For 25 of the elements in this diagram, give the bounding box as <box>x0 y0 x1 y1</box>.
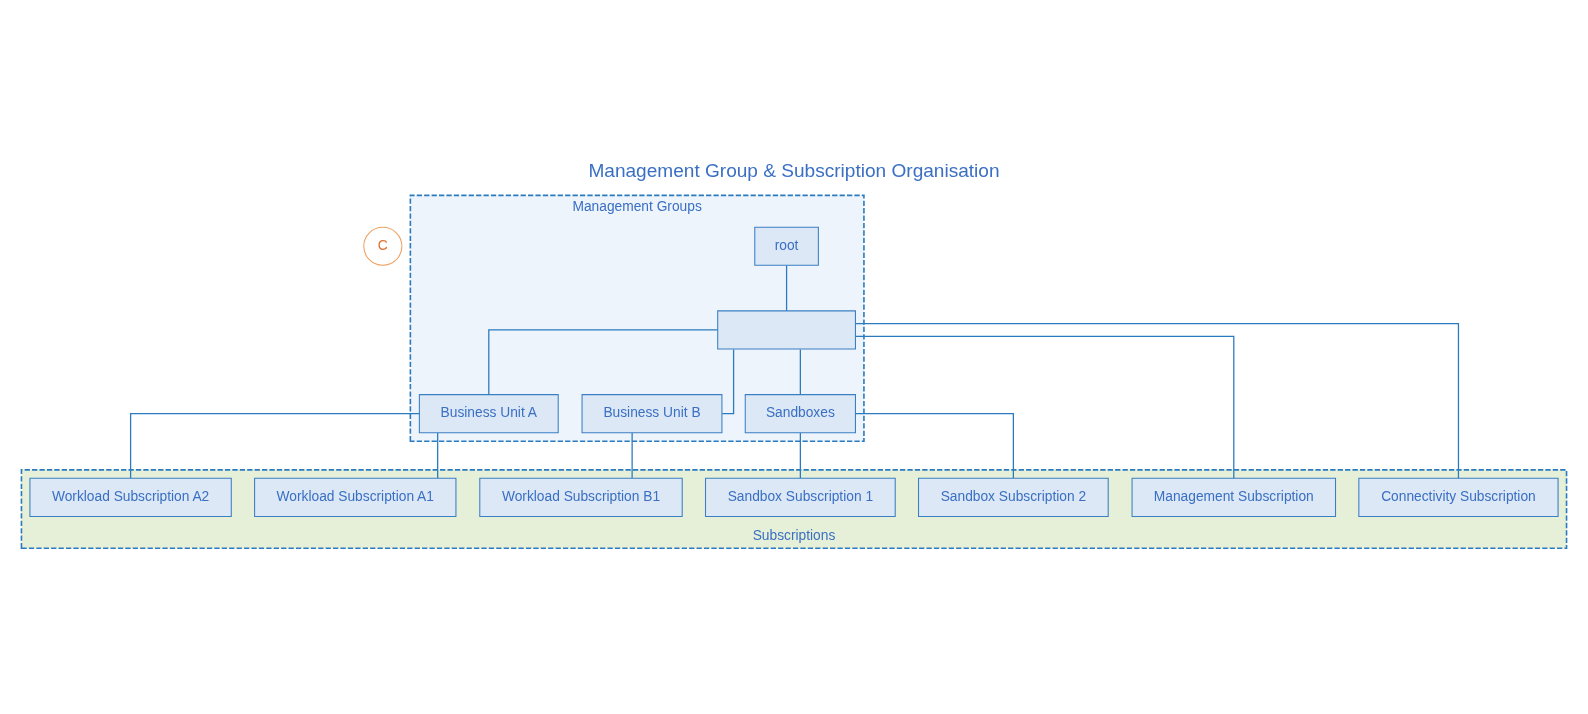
node-circle: C <box>363 226 403 266</box>
node-box: Business Unit A <box>418 394 559 434</box>
diagram-title: Management Group & Subscription Organisation <box>588 159 1000 181</box>
node-box: Sandbox Subscription 1 <box>705 477 896 517</box>
node-box: Management Subscription <box>1131 477 1337 517</box>
connector <box>785 265 788 312</box>
connector <box>854 335 1235 479</box>
connector <box>854 413 1014 479</box>
connector <box>488 329 719 395</box>
connector <box>855 323 1460 479</box>
connector <box>799 432 801 479</box>
connector <box>129 413 420 479</box>
node-box <box>717 310 856 350</box>
node-box: Workload Subscription B1 <box>479 477 683 517</box>
connector <box>631 432 633 479</box>
node-box: Sandboxes <box>744 394 856 434</box>
node-box: Business Unit B <box>581 394 723 434</box>
connector <box>799 348 801 396</box>
connector <box>437 432 439 479</box>
node-box: Connectivity Subscription <box>1358 477 1559 517</box>
connector <box>721 348 735 415</box>
node-box: Workload Subscription A2 <box>29 477 232 517</box>
node-box: Sandbox Subscription 2 <box>918 477 1109 517</box>
node-box: Workload Subscription A1 <box>254 477 457 517</box>
node-box: root <box>754 226 819 266</box>
